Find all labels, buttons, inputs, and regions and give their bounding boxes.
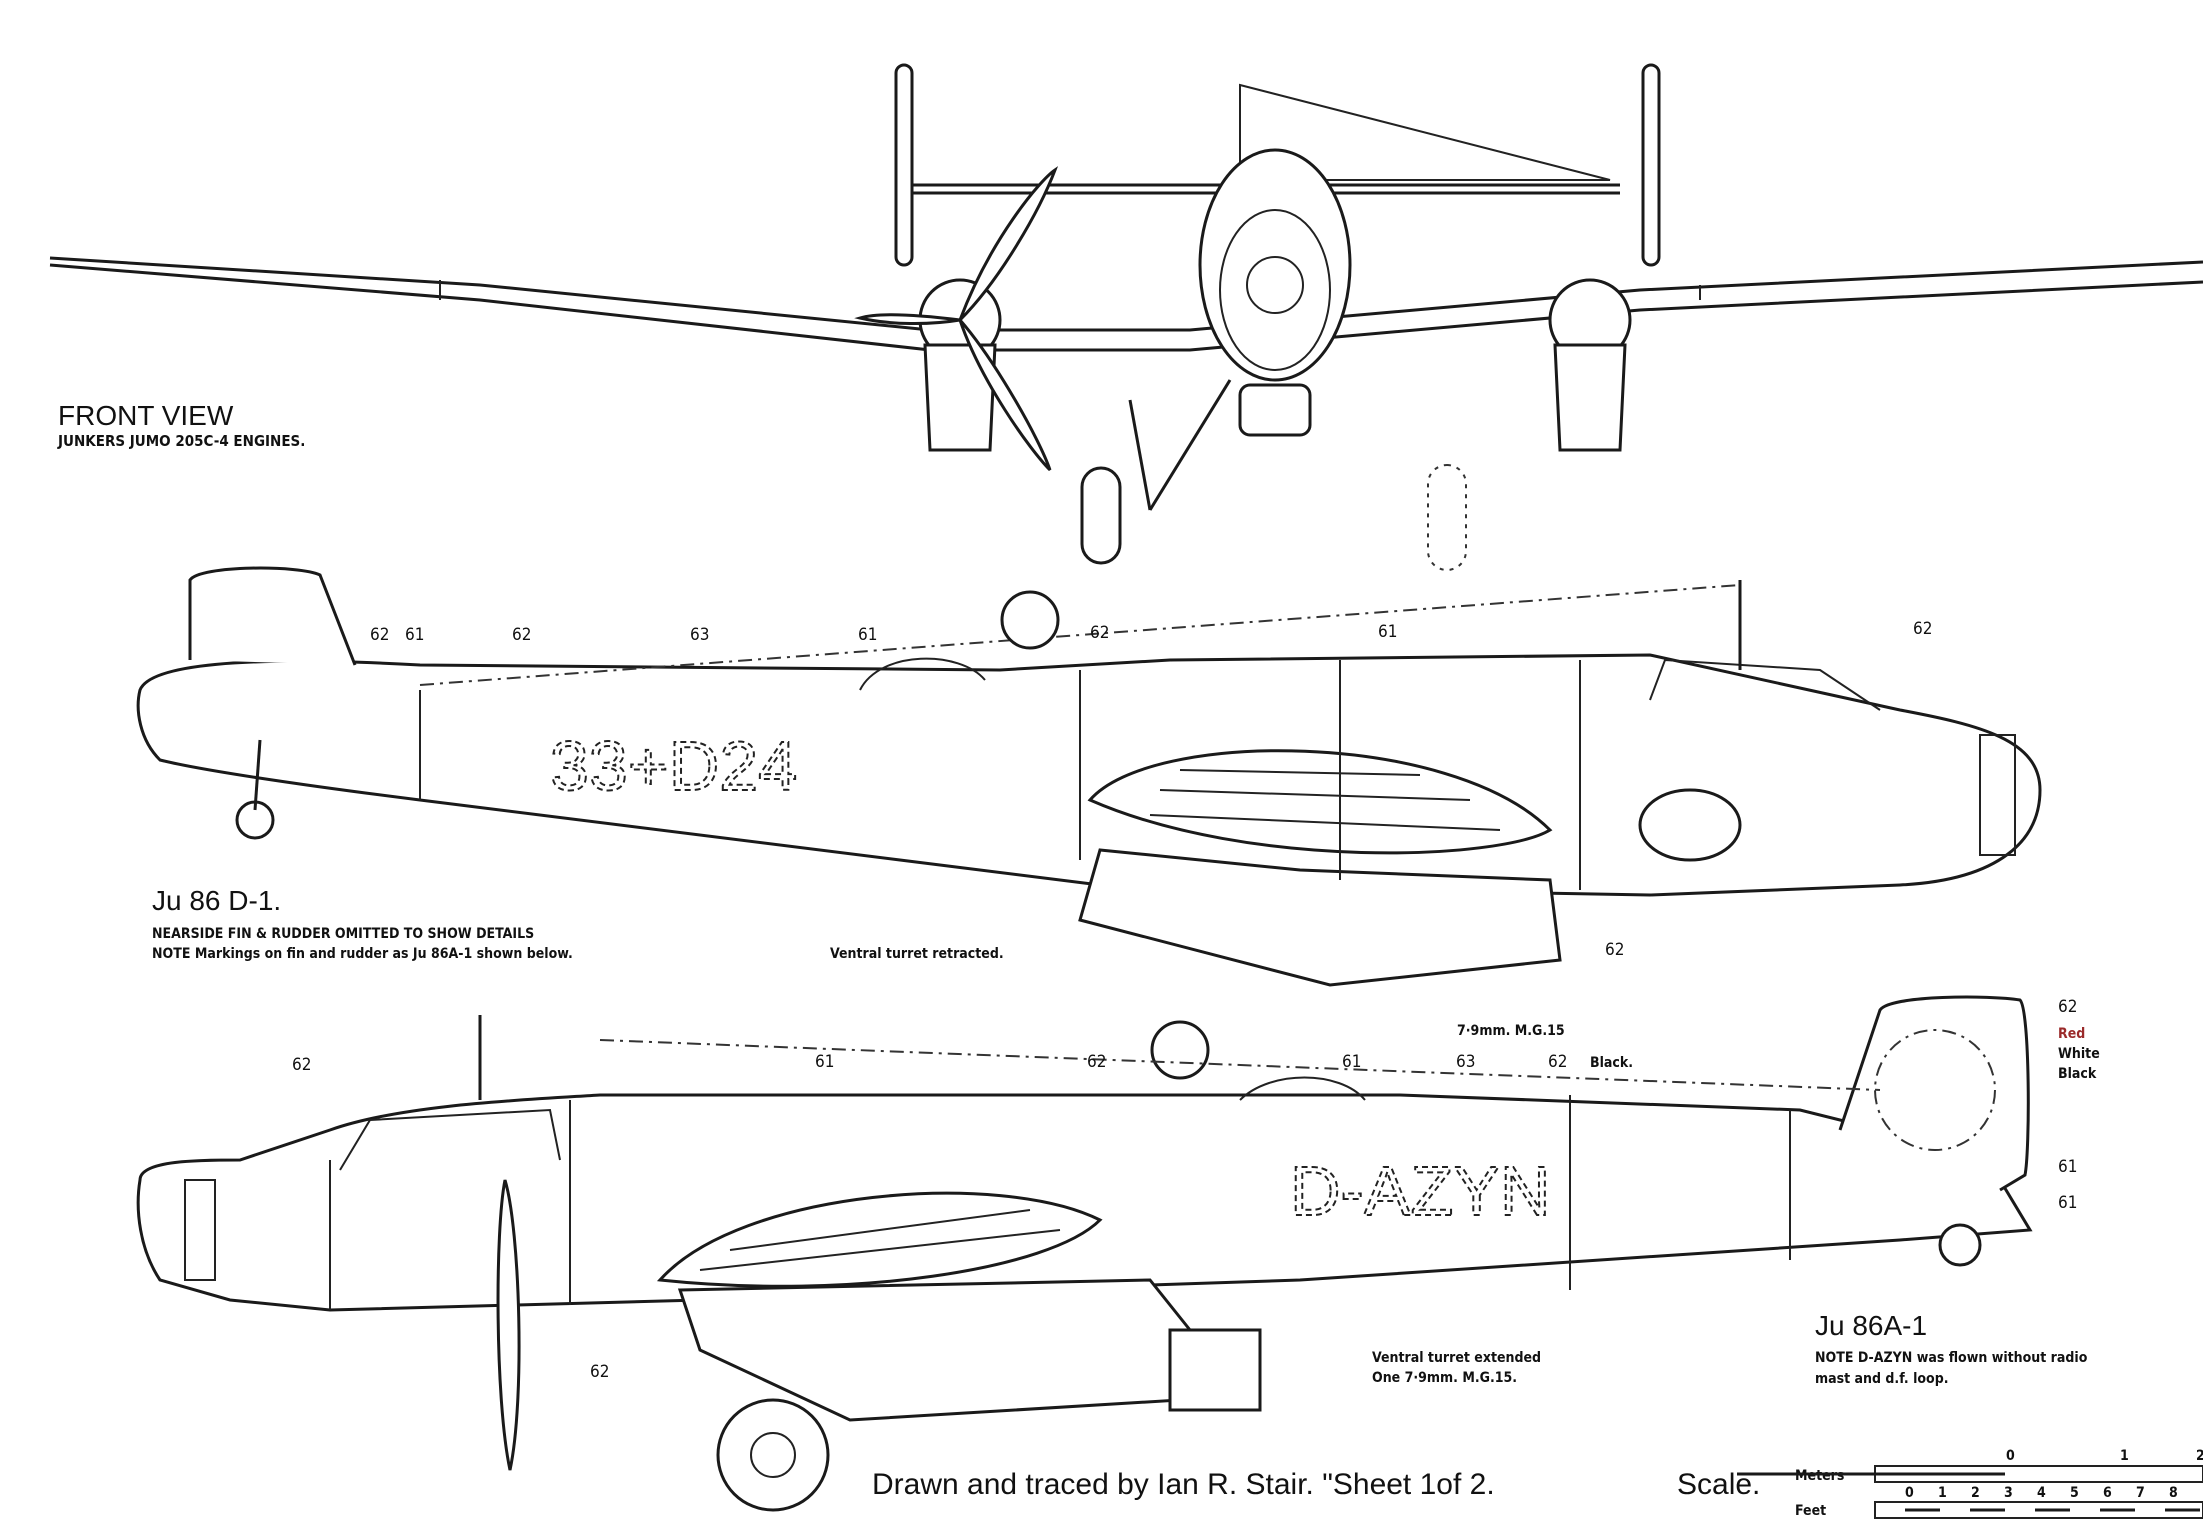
callout: 61 <box>858 625 877 645</box>
feet-tick-label: 1 <box>1938 1485 1947 1501</box>
callout: 62 <box>2058 997 2077 1017</box>
feet-tick-label: 8 <box>2169 1485 2178 1501</box>
feet-tick-label: 3 <box>2004 1485 2013 1501</box>
feet-tick-label: 0 <box>1905 1485 1914 1501</box>
drawing-credit: Drawn and traced by Ian R. Stair. "Sheet… <box>872 1468 1495 1501</box>
a1-turret-note-line1: Ventral turret extended <box>1372 1350 1541 1366</box>
front-view-drawing <box>49 63 2203 571</box>
a1-turret-note-line2: One 7·9mm. M.G.15. <box>1372 1370 1517 1386</box>
meters-tick-label: 1 <box>2120 1448 2129 1464</box>
callout: 61 <box>405 625 424 645</box>
ju86-a1-side-view <box>136 995 2033 1512</box>
a1-gun-label: 7·9mm. M.G.15 <box>1457 1023 1565 1039</box>
meters-ticks: 0 1 2 <box>2006 1448 2203 1464</box>
callout: 62 <box>512 625 531 645</box>
meters-tick-label: 2 <box>2196 1448 2203 1464</box>
color-label-black: Black <box>2058 1066 2097 1082</box>
feet-tick-label: 7 <box>2136 1485 2145 1501</box>
callout: 61 <box>1342 1052 1361 1072</box>
callout: 61 <box>2058 1157 2077 1177</box>
feet-label: Feet <box>1795 1503 1826 1519</box>
a1-registration-marking: D-AZYN <box>1290 1152 1551 1230</box>
d1-note-nearside: NEARSIDE FIN & RUDDER OMITTED TO SHOW DE… <box>152 926 534 942</box>
front-view-subtitle: JUNKERS JUMO 205C-4 ENGINES. <box>57 432 305 450</box>
callout: 62 <box>1605 940 1624 960</box>
callout: 63 <box>1456 1052 1475 1072</box>
callout: 61 <box>815 1052 834 1072</box>
d1-registration-marking: 33+D24 <box>550 727 797 805</box>
meters-tick-label: 0 <box>2006 1448 2015 1464</box>
ju86-d1-side-view <box>136 566 2042 987</box>
feet-tick-label: 4 <box>2037 1485 2046 1501</box>
meters-label: Meters <box>1795 1468 1844 1484</box>
callout: 62 <box>370 625 389 645</box>
color-label-red: Red <box>2058 1026 2085 1042</box>
a1-note-line2: mast and d.f. loop. <box>1815 1371 1949 1387</box>
callout: 61 <box>2058 1193 2077 1213</box>
callout: 62 <box>292 1055 311 1075</box>
callout: 62 <box>1090 623 1109 643</box>
d1-note-markings: NOTE Markings on fin and rudder as Ju 86… <box>152 946 573 962</box>
a1-note-line1: NOTE D-AZYN was flown without radio <box>1815 1350 2088 1366</box>
a1-black-label: Black. <box>1590 1055 1633 1071</box>
callout: 62 <box>590 1362 609 1382</box>
feet-tick-label: 6 <box>2103 1485 2112 1501</box>
callout: 62 <box>1087 1052 1106 1072</box>
d1-title: Ju 86 D-1. <box>152 885 281 916</box>
callout: 62 <box>1913 619 1932 639</box>
callout: 62 <box>1548 1052 1567 1072</box>
callout: 61 <box>1378 622 1397 642</box>
callout: 63 <box>690 625 709 645</box>
a1-callouts: 62 61 62 61 63 62 62 62 61 61 <box>292 997 2077 1382</box>
d1-callouts: 62 61 62 63 61 62 61 62 62 <box>370 619 1932 960</box>
a1-title: Ju 86A-1 <box>1815 1310 1927 1341</box>
feet-tick-label: 2 <box>1971 1485 1980 1501</box>
feet-ticks: 0 1 2 3 4 5 6 7 8 <box>1905 1485 2178 1501</box>
d1-turret-note: Ventral turret retracted. <box>830 946 1004 962</box>
feet-tick-label: 5 <box>2070 1485 2079 1501</box>
color-label-white: White <box>2058 1046 2100 1062</box>
front-view-title: FRONT VIEW <box>58 400 234 431</box>
